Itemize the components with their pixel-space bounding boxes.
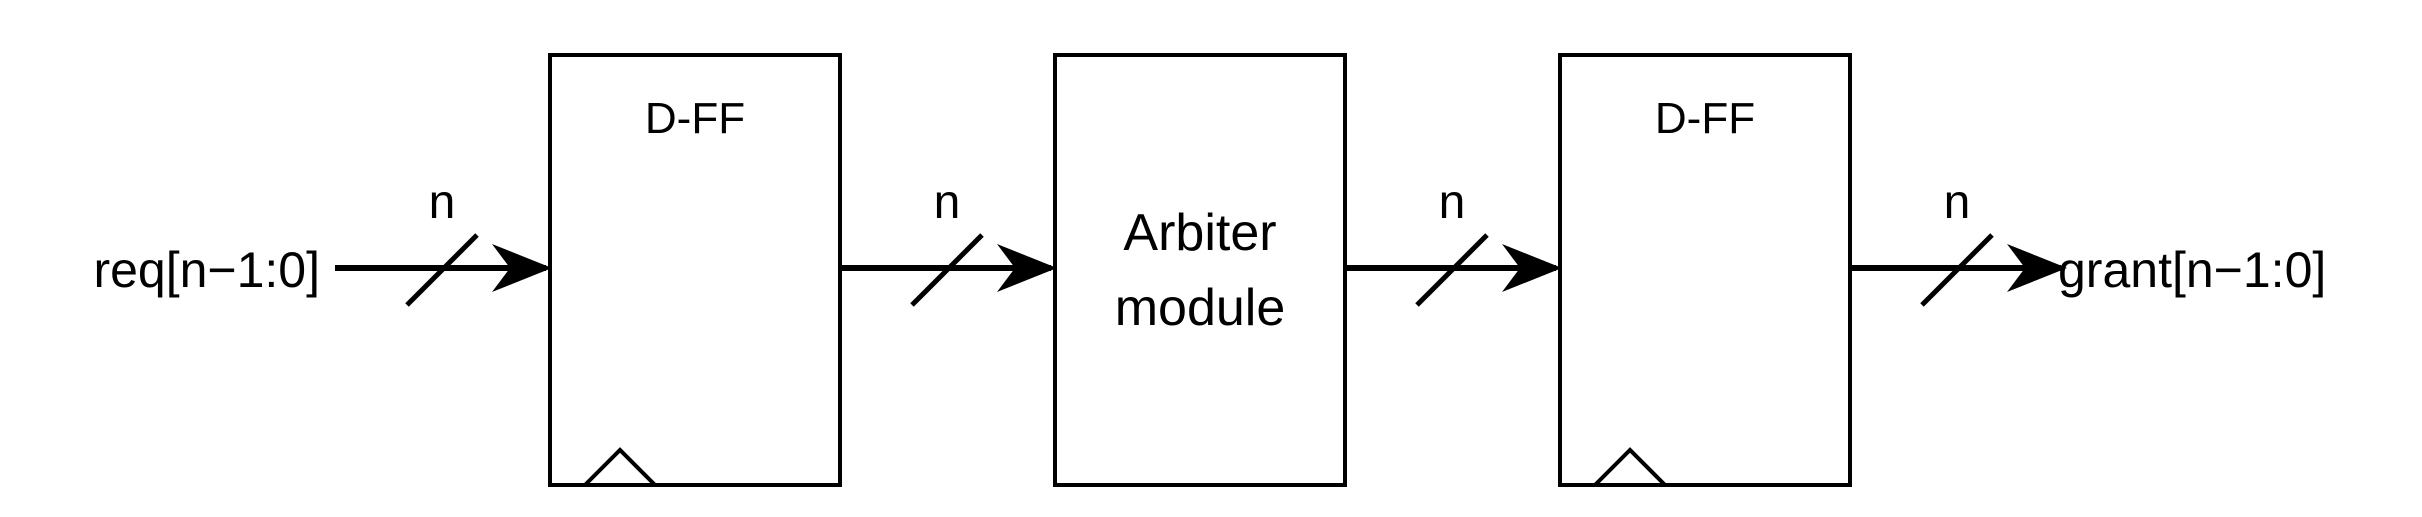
dff-2-title: D-FF	[1655, 94, 1755, 143]
arbiter-block: Arbiter module	[1053, 53, 1347, 487]
bus-width-label: n	[934, 176, 961, 229]
input-port-label: req[n−1:0]	[93, 242, 320, 298]
bus-arbiter-to-dff: n	[1345, 176, 1562, 307]
bus-output: n	[1850, 176, 2067, 307]
arbiter-subtitle: module	[1115, 279, 1286, 337]
bus-width-slash	[405, 233, 479, 307]
bus-width-label: n	[1944, 176, 1971, 229]
dff-block-2: D-FF	[1558, 53, 1852, 487]
output-port-label: grant[n−1:0]	[2058, 242, 2326, 298]
bus-width-slash	[1920, 233, 1994, 307]
clock-triangle-icon	[1593, 447, 1667, 487]
arbiter-title: Arbiter	[1123, 204, 1276, 262]
bus-input: n	[335, 176, 552, 307]
bus-width-label: n	[1439, 176, 1466, 229]
bus-dff-to-arbiter: n	[840, 176, 1057, 307]
bus-width-label: n	[429, 176, 456, 229]
dff-1-title: D-FF	[645, 94, 745, 143]
arbiter-box	[1053, 53, 1347, 487]
clock-triangle-icon	[583, 447, 657, 487]
bus-width-slash	[910, 233, 984, 307]
dff-block-1: D-FF	[548, 53, 842, 487]
bus-width-slash	[1415, 233, 1489, 307]
